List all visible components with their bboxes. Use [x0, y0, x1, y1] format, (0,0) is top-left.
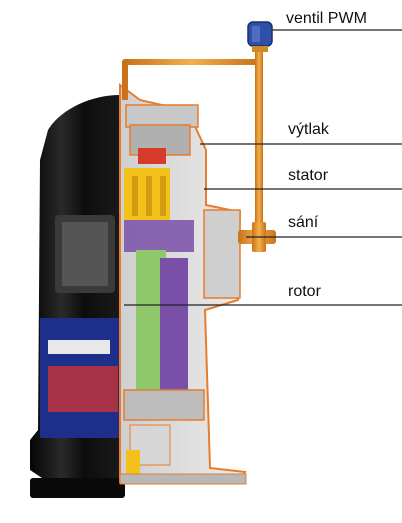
pwm-pipe — [122, 40, 276, 252]
label-stator: stator — [288, 167, 329, 184]
mounting-foot — [30, 478, 125, 498]
label-discharge: výtlak — [288, 121, 329, 138]
label-rotor: rotor — [288, 283, 321, 300]
compressor-shell — [30, 95, 125, 498]
suction-housing — [203, 209, 241, 299]
label-valve: ventil PWM — [286, 10, 367, 27]
pwm-valve-icon — [247, 21, 273, 52]
label-suction: sání — [288, 214, 319, 231]
stator-top — [124, 220, 194, 252]
compressor-cutaway — [119, 83, 247, 485]
discharge-chamber — [138, 148, 166, 164]
motor-purple — [160, 258, 188, 390]
